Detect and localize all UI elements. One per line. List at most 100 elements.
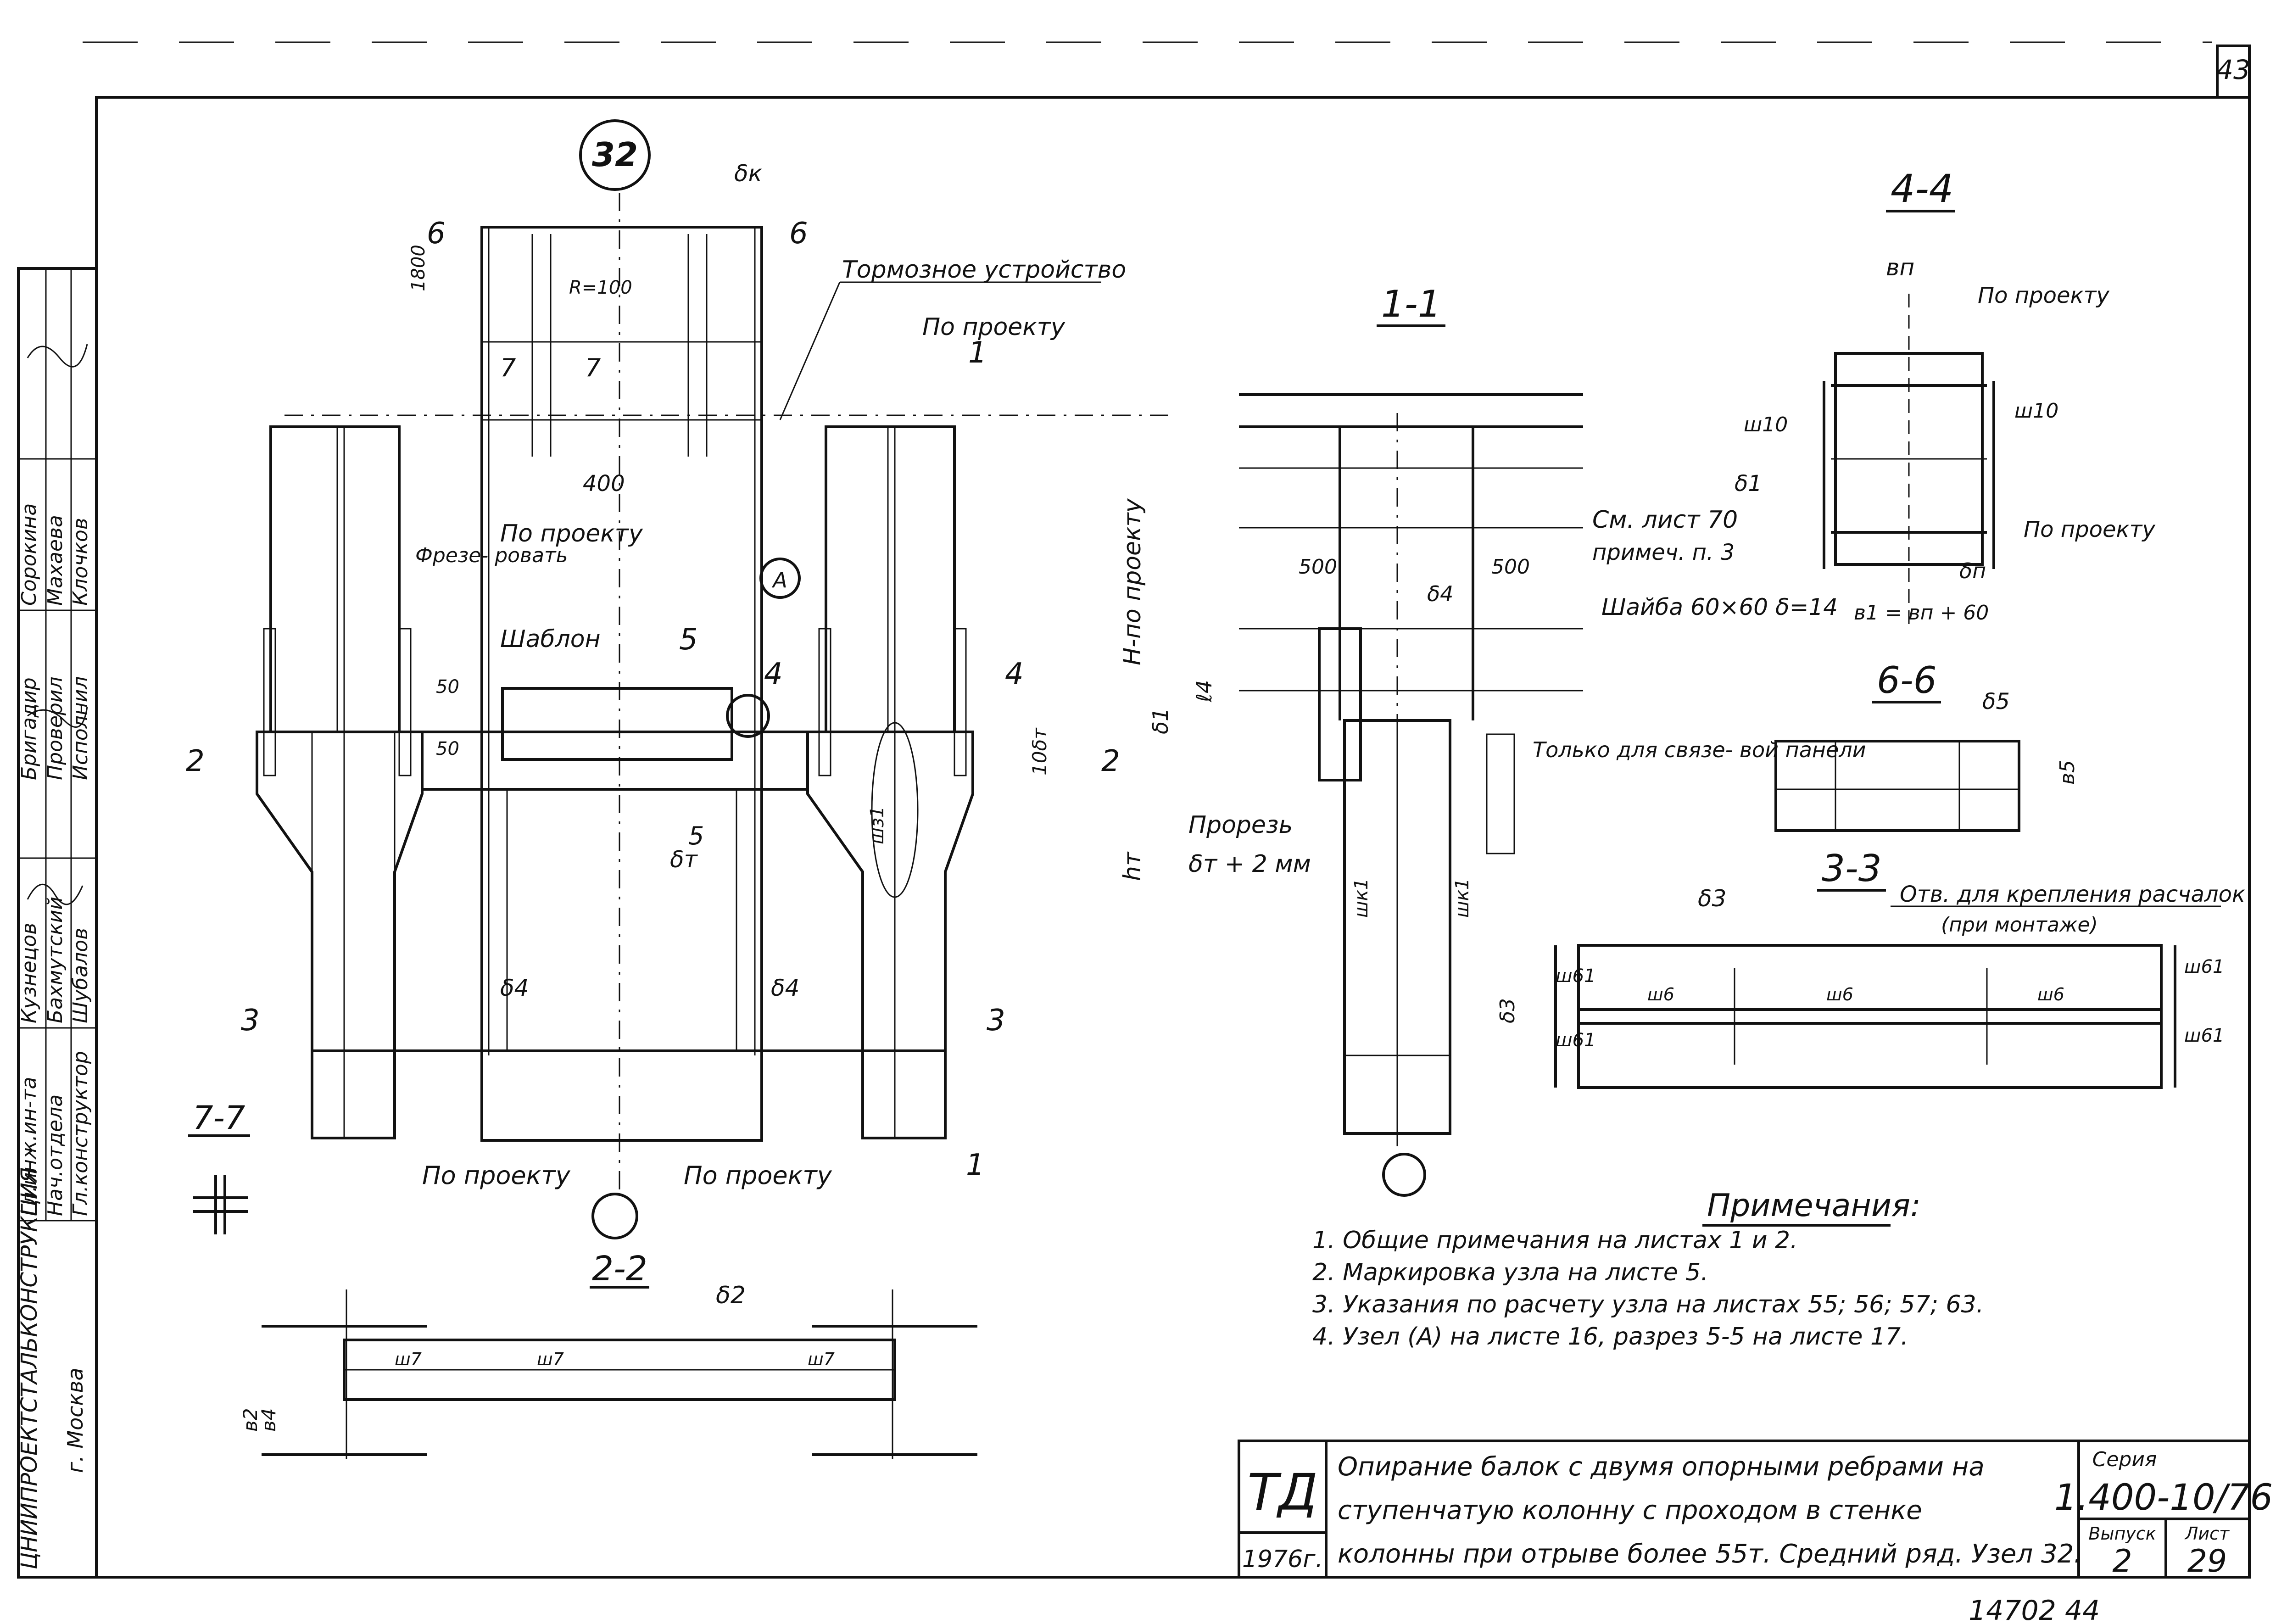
- central-web: [480, 226, 763, 1142]
- series-value: 1.400-10/76: [2054, 1477, 2273, 1518]
- stamp-org: ЦНИИПРОЕКТСТАЛЬКОНСТРУКЦИЯ: [17, 1167, 42, 1569]
- slot-dim: δт + 2 мм: [1188, 850, 1311, 878]
- node-a-label: A: [771, 568, 787, 592]
- note-3: 3. Указания по расчету узла на листах 55…: [1312, 1291, 1984, 1318]
- node-number-circle: [579, 119, 651, 191]
- stamp-name-2: Бахмутский: [44, 897, 67, 1023]
- notes-title: Примечания:: [1707, 1188, 1921, 1224]
- page-number-box: [2216, 45, 2251, 99]
- cut-6-right: 6: [789, 217, 808, 251]
- dim-50a: 50: [436, 676, 459, 698]
- b3-side: δ3: [1496, 998, 1519, 1023]
- side-stamp: Гл.инж.ин-та Нач.отдела Гл.конструктор К…: [17, 267, 98, 1579]
- stamp-role-2: Нач.отдела: [44, 1094, 67, 1216]
- w10-left: ш10: [1744, 413, 1788, 436]
- template-label: Шаблон: [500, 625, 601, 653]
- stamp-name-1: Кузнецов: [17, 923, 41, 1023]
- frez-label: Фрезе- ровать: [415, 544, 568, 567]
- section-1-1-title: 1-1: [1381, 283, 1441, 325]
- cut-6-left: 6: [427, 217, 446, 251]
- section-6-6: 6-6 δ5 в5: [1774, 659, 2079, 832]
- note-1: 1. Общие примечания на листах 1 и 2.: [1312, 1227, 1798, 1254]
- dim-1800: 1800: [408, 245, 429, 291]
- section-7-7-title: 7-7: [193, 1099, 245, 1137]
- section-2-2: 2-2 δ2 ш7 ш7 ш7 в2 в4: [239, 1249, 977, 1459]
- bn-label: δп: [1959, 558, 1986, 583]
- holes-label-2: (при монтаже): [1941, 913, 2098, 937]
- po-proektu-right: По проекту: [684, 1161, 832, 1190]
- template-plate: [501, 687, 733, 761]
- bt-label: δт: [670, 846, 698, 873]
- stamp-name-6: Клочков: [69, 518, 92, 606]
- bb5-label: в5: [2056, 760, 2079, 785]
- title-block: ТД 1976г. Опирание балок с двумя опорным…: [1238, 1440, 2273, 1579]
- issue-value: 2: [2112, 1543, 2132, 1579]
- w61-top-left: ш61: [1556, 965, 1596, 987]
- right-column-upper: [825, 425, 956, 733]
- po-proektu-top: По проекту: [922, 313, 1065, 341]
- cut-5-bottom: 5: [688, 821, 704, 850]
- stamp-role-6: Исполнил: [69, 676, 92, 780]
- title-line-3: колонны при отрыве более 55т. Средний ря…: [1338, 1539, 2082, 1569]
- cut-2-left: 2: [186, 744, 205, 778]
- cut-3-left: 3: [241, 1004, 260, 1038]
- note-2: 2. Маркировка узла на листе 5.: [1312, 1259, 1708, 1286]
- bp-label: вп: [1886, 254, 1914, 281]
- cut-4-left: 4: [764, 657, 783, 691]
- radius-label: R=100: [569, 277, 632, 298]
- section-6-6-title: 6-6: [1877, 659, 1937, 702]
- page-number: 43: [2216, 54, 2250, 85]
- td-label: ТД: [1247, 1463, 1317, 1522]
- main-elevation: 32: [186, 119, 1175, 1239]
- right-column-lower: [806, 731, 974, 1139]
- w6-1: ш6: [1647, 984, 1674, 1005]
- po-proektu-left: По проекту: [422, 1161, 571, 1190]
- v2-label: в2: [239, 1408, 262, 1432]
- bottom-number: 14702 44: [1969, 1595, 2100, 1624]
- w6-3: ш6: [2037, 984, 2064, 1005]
- w6-2: ш6: [1826, 984, 1853, 1005]
- dim-50b: 50: [436, 738, 459, 759]
- holes-label: Отв. для крепления расчалок: [1900, 882, 2245, 907]
- cut-1-bottom: 1: [966, 1148, 985, 1182]
- section-3-3-body: [1577, 944, 2163, 1089]
- w7-2: ш7: [537, 1349, 564, 1369]
- section-6-6-body: [1774, 740, 2020, 832]
- note-p3: примеч. п. 3: [1592, 540, 1735, 565]
- dim-500-left: 500: [1299, 555, 1337, 579]
- v4-label: в4: [257, 1408, 280, 1432]
- stamp-name-4: Сорокина: [17, 503, 41, 606]
- b2-label: δ2: [716, 1282, 746, 1309]
- section-3-3: 3-3 Отв. для крепления расчалок (при мон…: [1496, 847, 2245, 1089]
- w61-bot-right: ш61: [2184, 1025, 2225, 1046]
- left-column-upper: [269, 425, 401, 733]
- series-label: Серия: [2092, 1448, 2157, 1471]
- cut-1-top: 1: [968, 336, 987, 370]
- stamp-role-3: Гл.конструктор: [69, 1051, 92, 1216]
- b5-label: δ5: [1982, 689, 2010, 714]
- sheet-value: 29: [2187, 1543, 2227, 1579]
- sheet-label: Лист: [2184, 1524, 2230, 1544]
- h-proj-label: H-по проекту: [1119, 498, 1146, 665]
- stamp-name-3: Шубалов: [69, 928, 92, 1023]
- cut-2-right: 2: [1101, 744, 1120, 778]
- see-sheet: См. лист 70: [1592, 506, 1738, 534]
- w7-1: ш7: [395, 1349, 422, 1369]
- brake-label: Тормозное устройство: [842, 256, 1126, 284]
- node-a-circle: [726, 694, 770, 738]
- slot-opening: [871, 722, 919, 898]
- slot-label: Прорезь: [1188, 811, 1293, 839]
- b4-1-1: δ4: [1427, 581, 1453, 606]
- stamp-role-4: Бригадир: [17, 677, 41, 780]
- section-7-7: 7-7: [188, 1099, 250, 1234]
- note-4: 4. Узел (А) на листе 16, разрез 5-5 на л…: [1312, 1323, 1908, 1351]
- po-proektu-44b: По проекту: [2024, 517, 2155, 542]
- dim-400: 400: [583, 471, 625, 497]
- stamp-name-5: Махаева: [44, 515, 67, 606]
- cut-7-left: 7: [500, 353, 516, 382]
- section-4-4: 4-4 вп По проекту ш10 ш10 δ1 По проекту …: [1601, 166, 2155, 625]
- formula-label: в1 = вп + 60: [1854, 601, 1989, 625]
- wk1-left: шк1: [1351, 878, 1372, 918]
- node-number: 32: [592, 135, 638, 174]
